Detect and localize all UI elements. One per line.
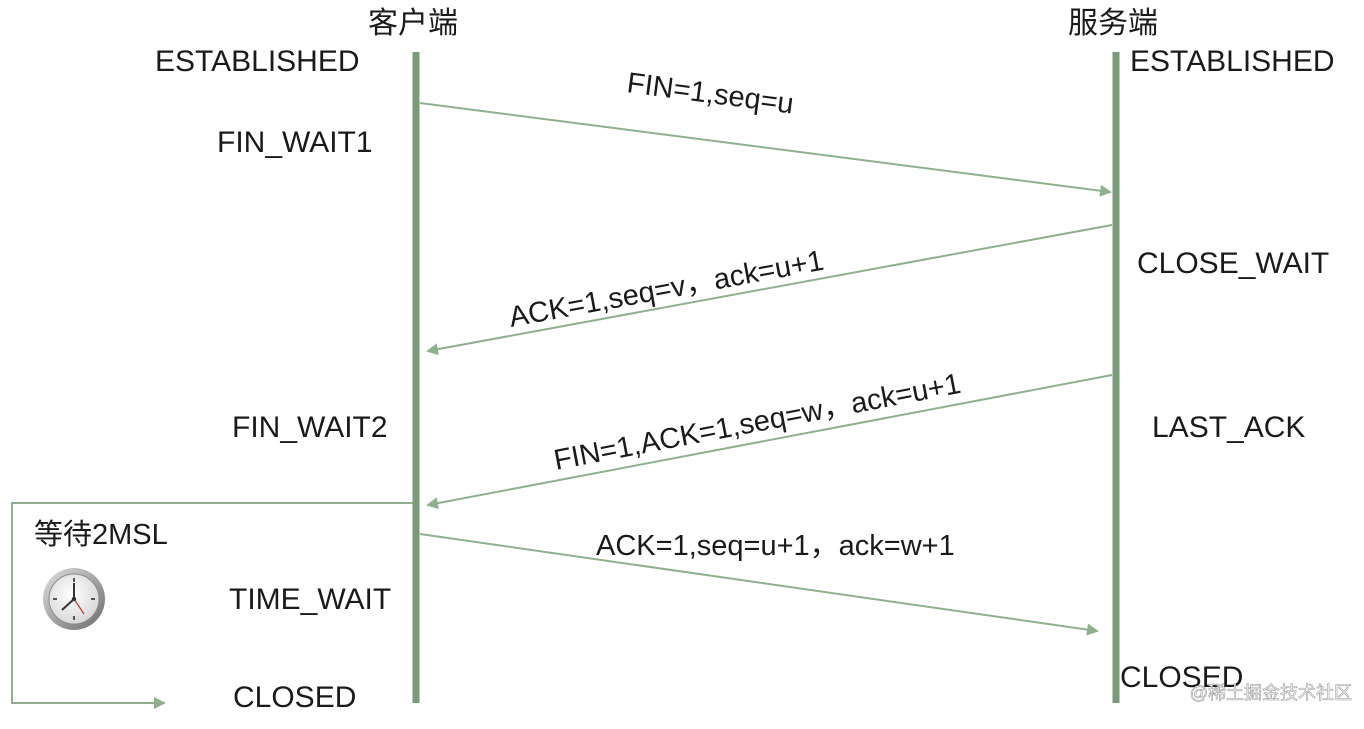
message-2-label: ACK=1,seq=v，ack=u+1 <box>506 245 826 334</box>
client-state-fin-wait1: FIN_WAIT1 <box>217 126 373 159</box>
server-state-close-wait: CLOSE_WAIT <box>1137 247 1329 280</box>
client-state-established: ESTABLISHED <box>155 45 360 78</box>
message-1-label: FIN=1,seq=u <box>625 67 795 120</box>
message-4-label: ACK=1,seq=u+1，ack=w+1 <box>596 530 955 562</box>
message-1-arrow <box>419 102 1112 197</box>
message-3-label: FIN=1,ACK=1,seq=w，ack=u+1 <box>551 368 963 477</box>
watermark: @稀土掘金技术社区 <box>1190 683 1352 703</box>
wait-2msl-label: 等待2MSL <box>34 518 168 551</box>
server-label: 服务端 <box>1068 7 1158 40</box>
clock-icon <box>43 568 105 630</box>
server-state-closed: CLOSED <box>1120 661 1243 694</box>
client-state-time-wait: TIME_WAIT <box>229 583 391 616</box>
client-state-fin-wait2: FIN_WAIT2 <box>232 411 388 444</box>
client-label: 客户端 <box>368 7 458 40</box>
message-4-arrow <box>419 533 1099 636</box>
server-state-established: ESTABLISHED <box>1130 45 1335 78</box>
message-2-arrow <box>426 224 1113 356</box>
message-3-arrow <box>426 374 1113 510</box>
server-state-last-ack: LAST_ACK <box>1152 411 1305 444</box>
wait-2msl-bracket <box>11 502 413 709</box>
client-state-closed: CLOSED <box>233 681 356 714</box>
